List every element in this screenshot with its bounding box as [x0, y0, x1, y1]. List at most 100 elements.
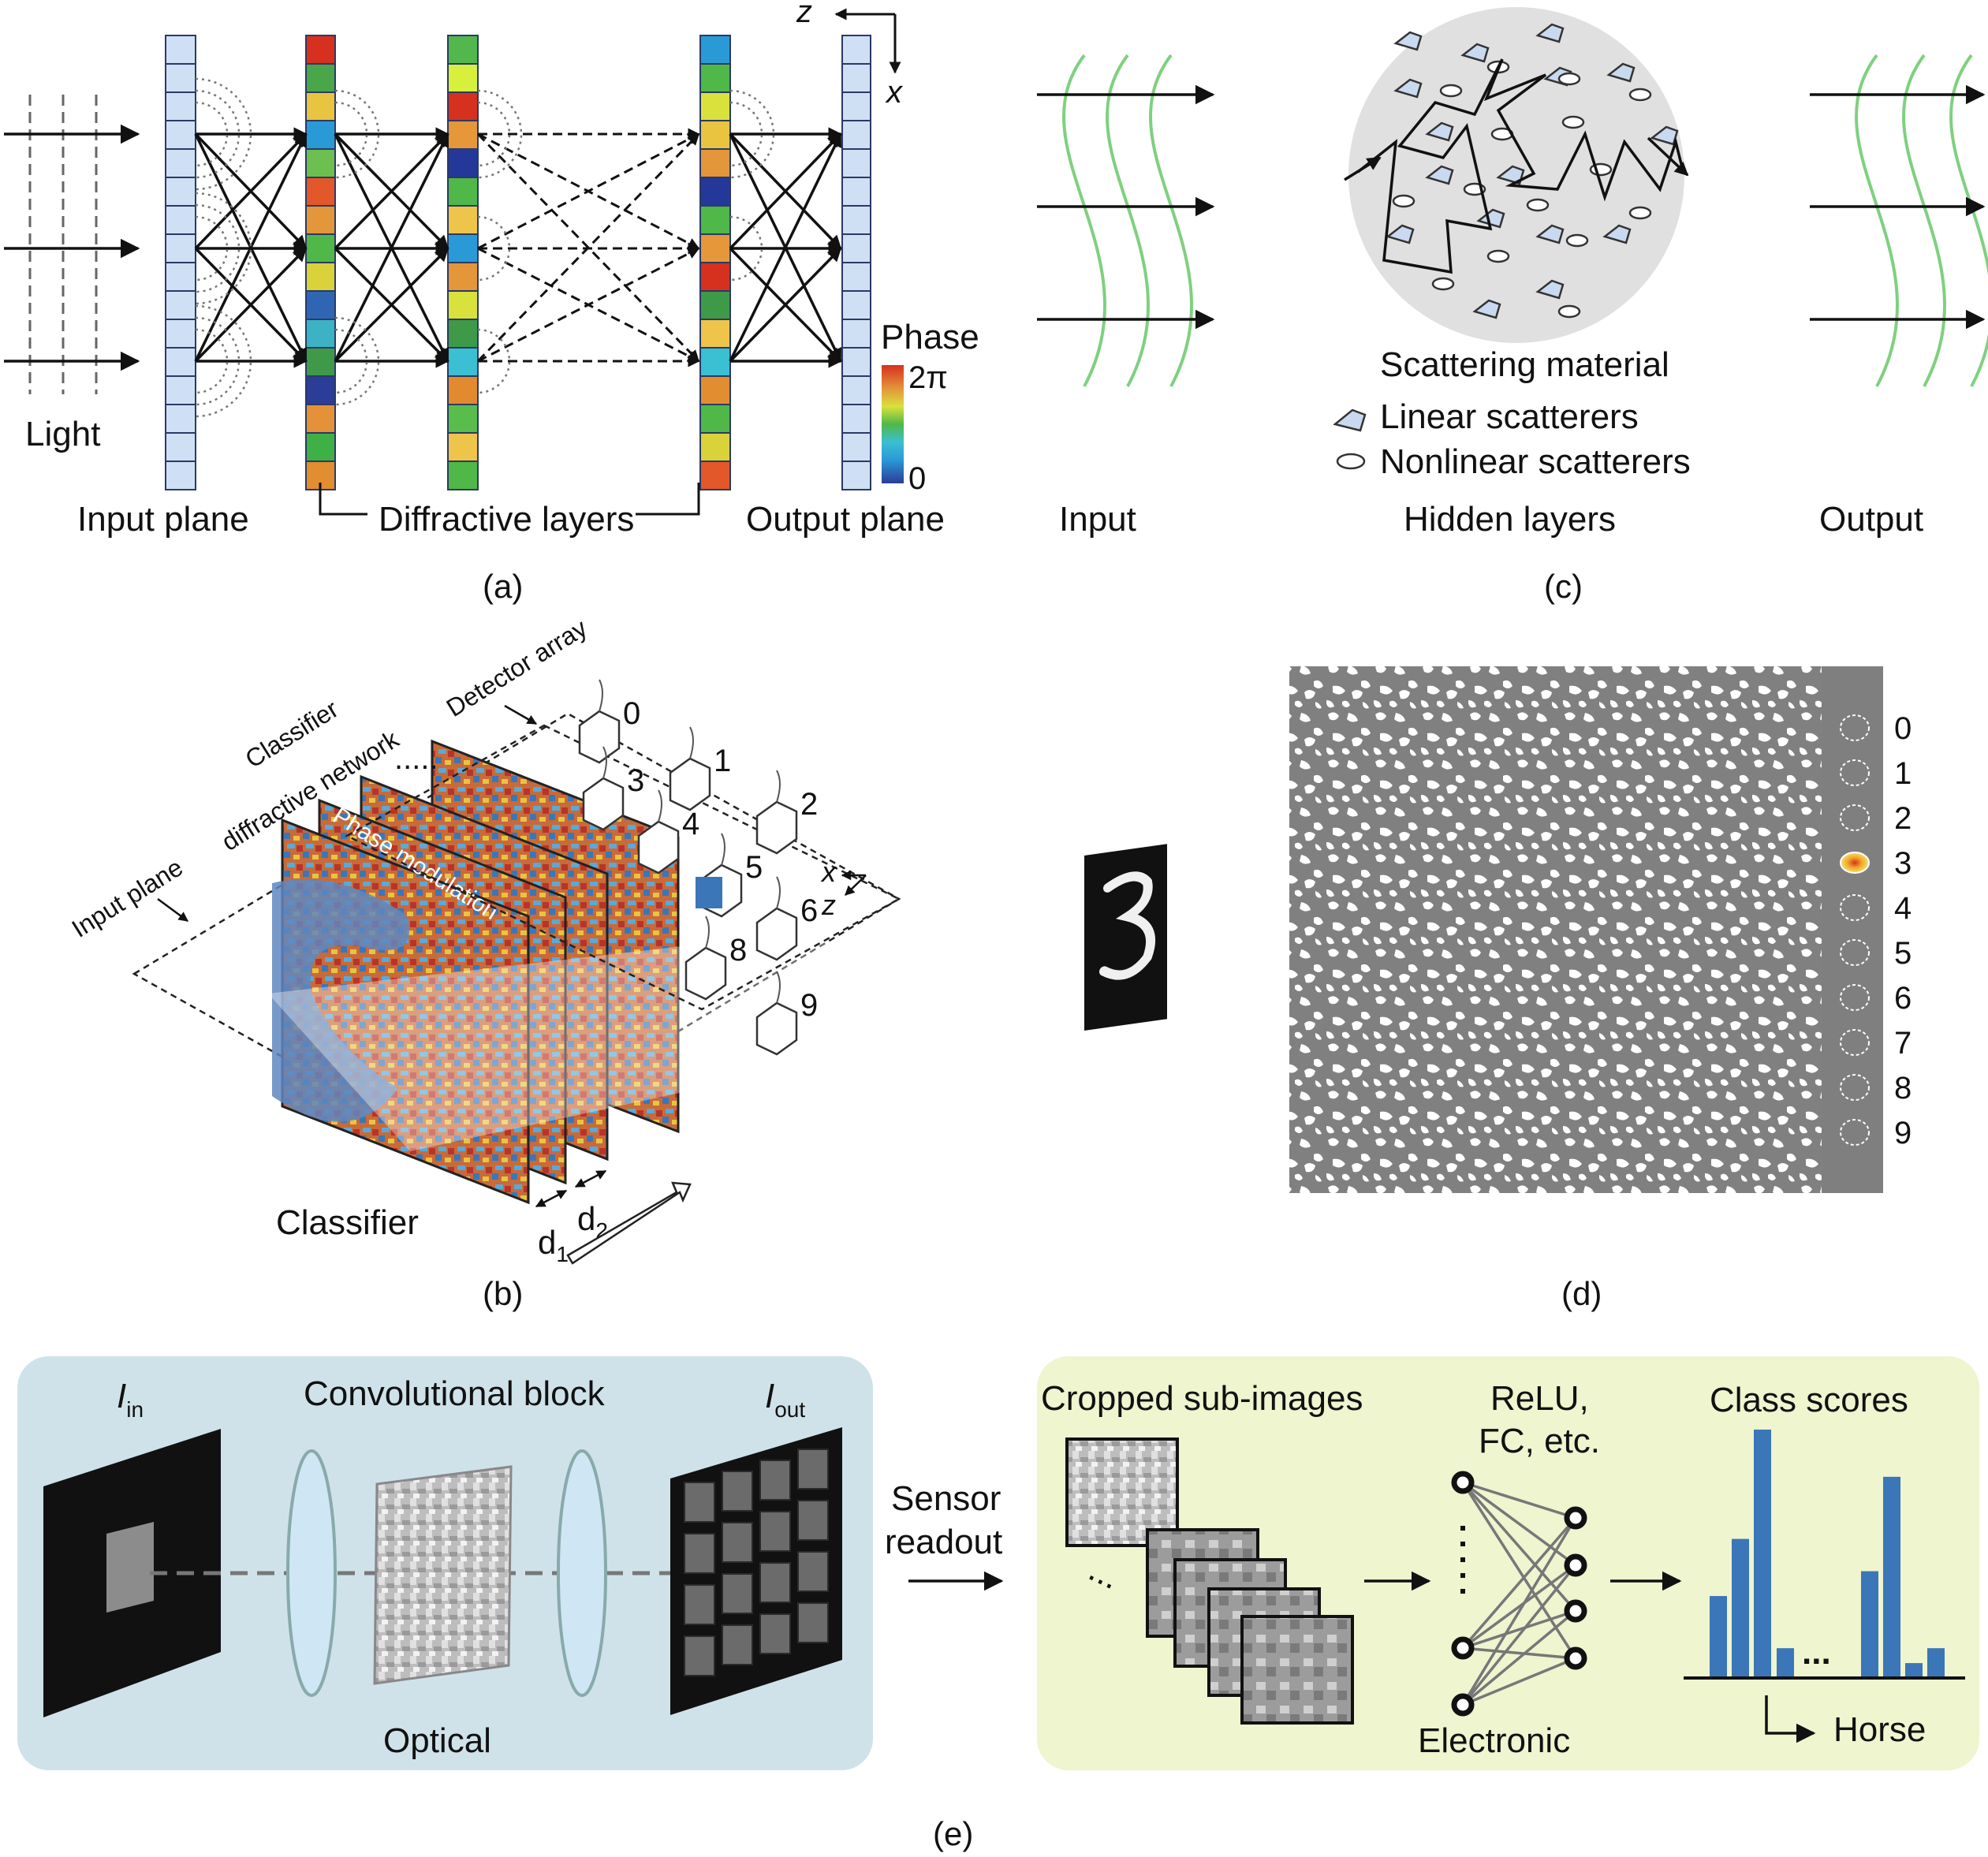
layer-cell — [841, 375, 871, 405]
layer-cell — [841, 205, 871, 235]
layer-cell — [447, 262, 479, 292]
class-scores-label: Class scores — [1710, 1381, 1908, 1419]
caption-d: (d) — [1561, 1275, 1602, 1312]
layer-cell — [447, 290, 479, 320]
detector-number: 9 — [800, 988, 818, 1023]
lens-2 — [557, 1449, 607, 1697]
detector-5-hit — [696, 877, 722, 908]
layer-cell — [305, 290, 336, 320]
linear-scatterer — [1535, 224, 1565, 244]
linear-scatterer — [1535, 23, 1565, 43]
layer-cell — [165, 432, 196, 462]
electronic-label: Electronic — [1418, 1721, 1570, 1760]
layer-cell — [699, 432, 731, 462]
layer-cell — [699, 233, 731, 263]
input-wave-lines — [1062, 54, 1193, 387]
layer-cell — [841, 432, 871, 462]
layer-cell — [305, 262, 336, 292]
caption-e: (e) — [933, 1815, 973, 1852]
nonlinear-scatterer — [1561, 115, 1585, 129]
class-score-bars — [1710, 1430, 1945, 1678]
horse-arrow — [1765, 1695, 1816, 1743]
detector-number: 4 — [682, 807, 699, 841]
feature-map-cell — [797, 1500, 829, 1541]
detector-region — [1840, 894, 1870, 921]
caption-a: (a) — [483, 568, 523, 605]
detector-icon — [578, 710, 621, 764]
relu-label-2: FC, etc. — [1479, 1422, 1600, 1460]
detector-wire — [689, 726, 694, 759]
layer-cell — [165, 461, 196, 490]
linear-scatterer — [1496, 165, 1525, 185]
detector-wire — [599, 679, 603, 712]
scatter-out-arrow — [1647, 136, 1689, 177]
output-label: Output — [1819, 500, 1923, 539]
class-number: 3 — [1894, 846, 1912, 881]
output-wave-lines — [1855, 54, 1988, 387]
layer-cell — [305, 148, 336, 178]
layer-cell — [447, 461, 479, 490]
detector-region — [1840, 804, 1870, 831]
detector-wire — [721, 833, 725, 866]
layer-cell — [165, 35, 196, 65]
layer-cell — [165, 262, 196, 292]
axis-z-arrow-b — [845, 874, 867, 896]
linear-scatterer-icon — [1333, 408, 1367, 432]
i-in-label: Iin — [117, 1377, 144, 1422]
neuron — [1564, 1553, 1587, 1577]
fc-connection — [1462, 1657, 1576, 1706]
feature-map-cell — [759, 1613, 791, 1654]
fc-connection — [1461, 1517, 1577, 1706]
relu-label-1: ReLU, — [1490, 1379, 1589, 1418]
linear-scatterer — [1472, 299, 1501, 319]
detector-number: 5 — [745, 850, 763, 885]
nonlinear-scatterer — [1628, 88, 1652, 102]
detector-region — [1840, 759, 1870, 786]
detector-wire — [602, 746, 607, 779]
colorbar-min: 0 — [908, 461, 926, 496]
score-bar — [1732, 1538, 1749, 1678]
nonlinear-scatterer — [1628, 206, 1652, 220]
layer-cell — [699, 35, 731, 65]
linear-scatterer — [1602, 224, 1632, 244]
panel-e: Iin Convolutional block Iout Optical Sen… — [17, 1356, 1979, 1852]
linear-scatterer — [1393, 78, 1423, 99]
layer-cell — [165, 347, 196, 377]
score-bar — [1754, 1430, 1771, 1678]
layer-cell — [447, 91, 479, 121]
layer-cell — [447, 319, 479, 349]
class-number: 4 — [1894, 891, 1912, 926]
input-arrows — [1037, 84, 1215, 330]
i-out-label: Iout — [765, 1377, 805, 1422]
feature-map-cell — [797, 1602, 829, 1643]
classifier-label: Classifier — [276, 1203, 419, 1242]
diffractive-layers-label: Diffractive layers — [379, 500, 634, 539]
panel-a: Light — [4, 0, 979, 605]
neuron — [1451, 1693, 1475, 1717]
linear-scatterer — [1650, 125, 1679, 146]
horse-thumbnail — [106, 1522, 154, 1613]
layer-cell — [165, 91, 196, 121]
neuron — [1451, 1636, 1475, 1660]
cropped-label: Cropped sub-images — [1041, 1379, 1363, 1418]
caption-b: (b) — [483, 1275, 523, 1312]
layer-cell — [447, 177, 479, 207]
light-beam — [268, 930, 883, 1151]
layer-cell — [841, 35, 871, 65]
nonlinear-scatterer — [1565, 233, 1589, 248]
input-plane-label-b: Input plane — [67, 852, 188, 942]
detector-region — [1840, 1119, 1870, 1146]
fc-connection — [1461, 1516, 1577, 1650]
phase-colorbar — [882, 365, 904, 483]
layer-cell — [841, 461, 871, 490]
linear-scatterer — [1386, 224, 1415, 244]
diffractive-layer-2 — [447, 35, 479, 490]
fc-network — [1451, 1471, 1587, 1717]
sensor-label-2: readout — [885, 1523, 1002, 1561]
detector-number: 2 — [800, 787, 818, 822]
class-number: 9 — [1894, 1116, 1912, 1150]
horse-label: Horse — [1833, 1710, 1926, 1749]
detector-number: 3 — [627, 763, 644, 798]
axis-x-label-b: x — [820, 856, 837, 888]
